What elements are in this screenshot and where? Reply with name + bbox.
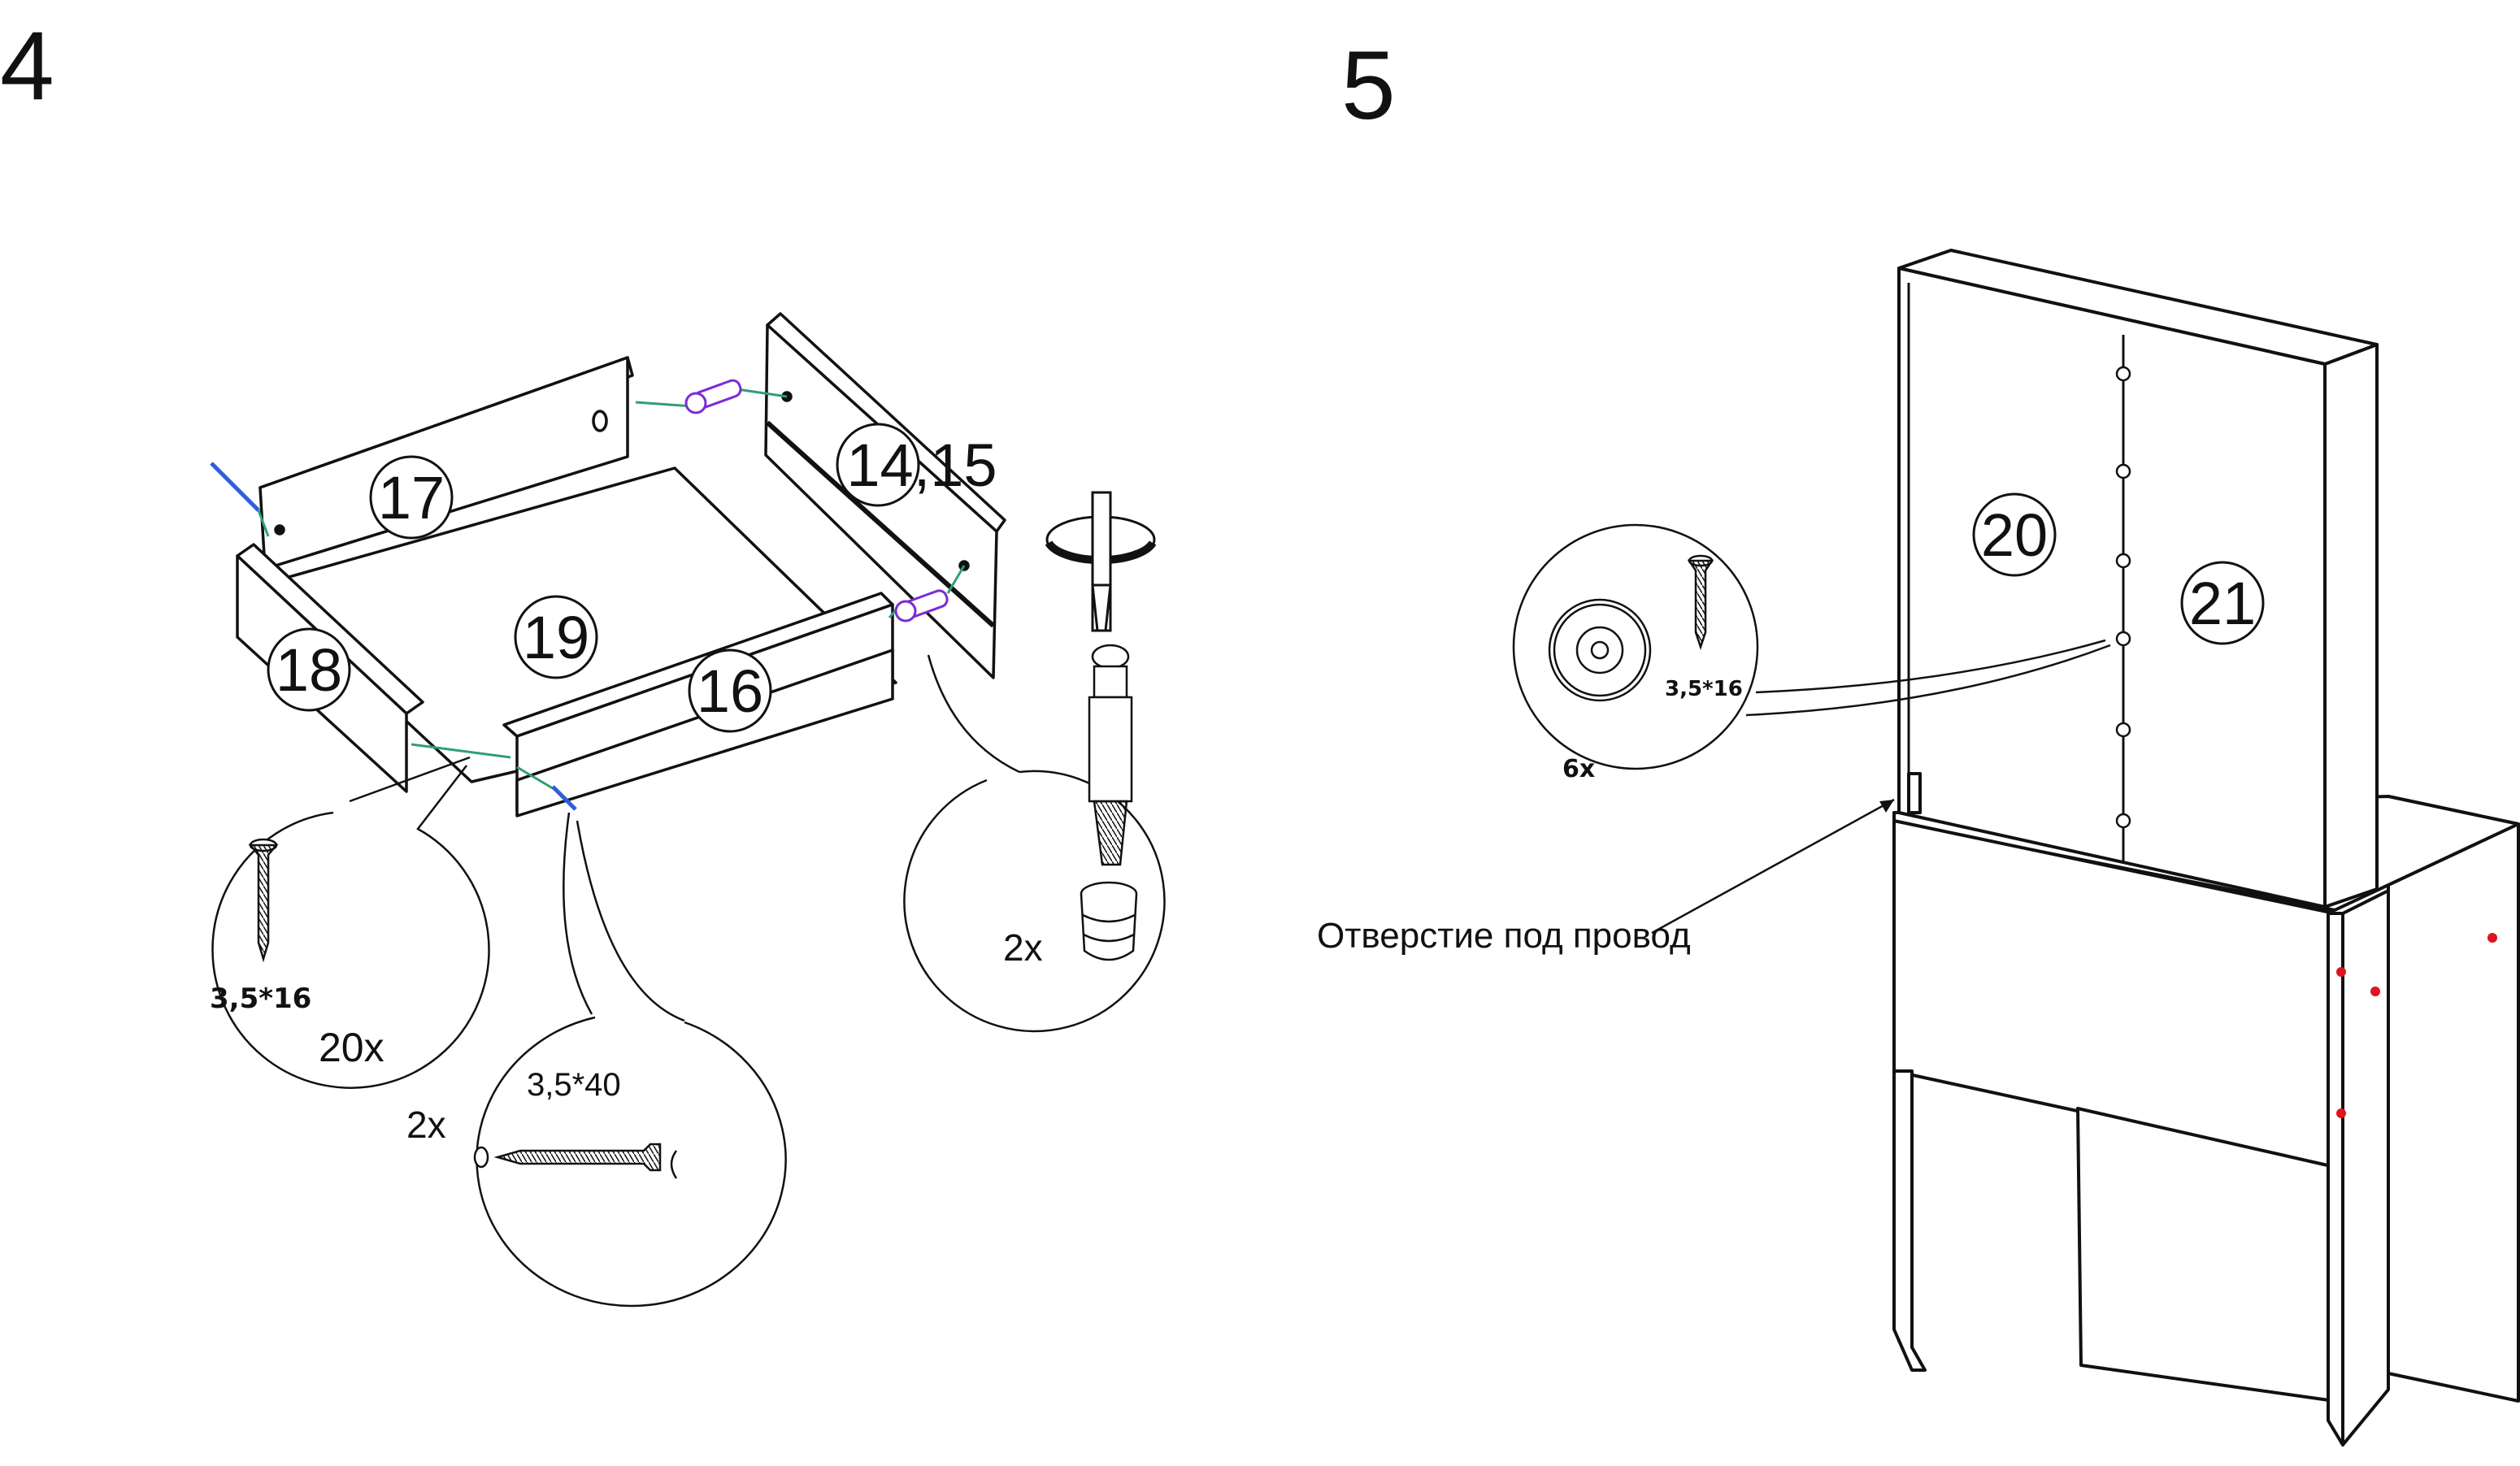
step-number-4: 4: [0, 11, 54, 120]
screw-short-qty: 20x: [319, 1025, 385, 1070]
screw-short-size: 3,5*16: [210, 982, 311, 1015]
callout-screw-mirror: [1512, 523, 2111, 770]
part-label-21: 21: [2189, 570, 2256, 637]
part-circle-17: [369, 455, 454, 540]
screwdriver-icon: [1045, 491, 1157, 632]
screw-3-5x40-icon: [473, 1143, 678, 1179]
callout-screw-long: [476, 812, 787, 1308]
mirror-screw-qty: 6x: [1562, 755, 1595, 783]
part-label-20: 20: [1981, 501, 2048, 569]
part-label-19: 19: [523, 604, 589, 671]
screw-long-qty: 2x: [406, 1104, 446, 1146]
callout-screw-short: [211, 756, 490, 1089]
vanity-table: [1892, 249, 2520, 1446]
part-circle-21: [2180, 561, 2265, 645]
panel-20-21: [1897, 267, 2327, 909]
step-number-5: 5: [1341, 31, 1396, 140]
panel-17-back: [259, 356, 629, 570]
part-circle-14-15: [836, 423, 920, 507]
part-label-18: 18: [276, 636, 342, 704]
mirror-screw-size: 3,5*16: [1665, 677, 1743, 701]
drawer-assembly: [236, 312, 1006, 818]
screw-points: [2115, 366, 2131, 829]
screw-3-5x16-mirror-icon: [1687, 554, 1714, 650]
part-circle-18: [267, 627, 351, 712]
cam-cover-icon: [1548, 598, 1652, 702]
part-label-16: 16: [697, 657, 763, 725]
dowel-connectors: [210, 379, 966, 811]
screw-long-size: 3,5*40: [527, 1067, 621, 1103]
part-circle-19: [514, 595, 598, 679]
screw-3-5x16-icon: [248, 838, 279, 963]
callout-cam-fitting: [903, 654, 1166, 1033]
cam-bolt-icon: [1088, 644, 1133, 866]
part-circle-20: [1972, 492, 2057, 577]
cam-insert-icon: [1080, 881, 1138, 961]
cam-fitting-qty: 2x: [1003, 926, 1043, 969]
part-circle-16: [688, 648, 772, 733]
part-label-14-15: 14,15: [846, 432, 997, 499]
part-label-17: 17: [378, 464, 445, 531]
red-marks: [2336, 933, 2497, 1118]
cable-hole-label: Отверстие под провод: [1317, 916, 1691, 956]
